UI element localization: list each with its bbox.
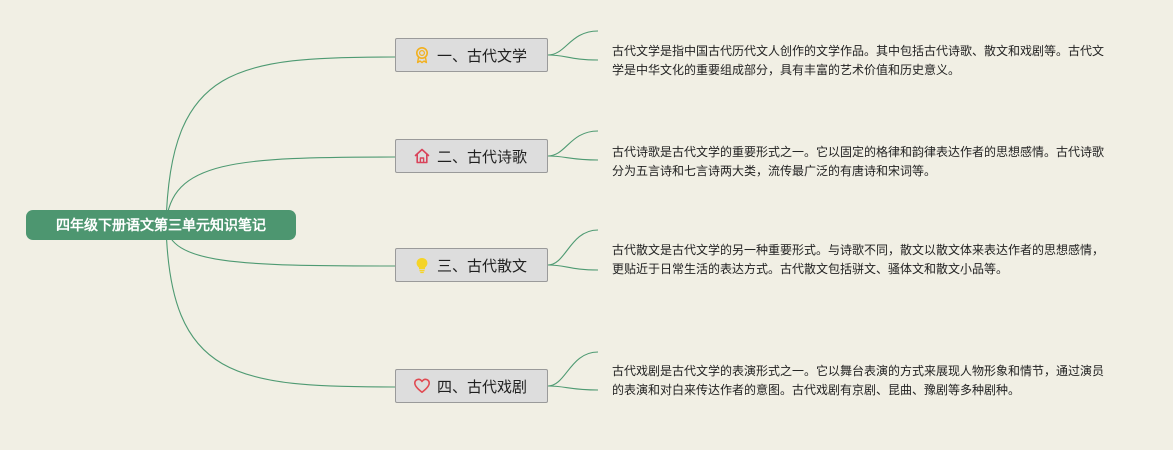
link-ancient-poetry	[165, 156, 396, 226]
branch-ancient-literature[interactable]: 一、古代文学	[395, 38, 548, 72]
award-ribbon-icon	[413, 46, 431, 64]
branch-label: 四、古代戏剧	[437, 377, 528, 396]
note-bracket-top	[547, 30, 599, 56]
note-ancient-poetry: 古代诗歌是古代文学的重要形式之一。它以固定的格律和韵律表达作者的思想感情。古代诗…	[612, 145, 1105, 178]
heart-icon	[413, 377, 431, 395]
branch-ancient-poetry[interactable]: 二、古代诗歌	[395, 139, 548, 173]
note-bracket-top	[547, 229, 599, 266]
branch-label: 一、古代文学	[437, 46, 528, 65]
branch-label: 二、古代诗歌	[437, 147, 528, 166]
note-bracket-bottom	[547, 385, 599, 391]
branch-label: 三、古代散文	[437, 256, 528, 275]
central-topic[interactable]: 四年级下册语文第三单元知识笔记	[26, 210, 296, 240]
branch-ancient-drama[interactable]: 四、古代戏剧	[395, 369, 548, 403]
note-bracket-top	[547, 130, 599, 157]
note-ancient-literature: 古代文学是指中国古代历代文人创作的文学作品。其中包括古代诗歌、散文和戏剧等。古代…	[612, 44, 1105, 77]
note-ancient-prose: 古代散文是古代文学的另一种重要形式。与诗歌不同，散文以散文体来表达作者的思想感情…	[612, 243, 1105, 276]
note-bracket-bottom	[547, 155, 599, 161]
note-bracket-bottom	[547, 264, 599, 271]
lightbulb-icon	[413, 256, 431, 274]
note-bracket-bottom	[547, 54, 599, 61]
note-bracket-top	[547, 351, 599, 387]
branch-ancient-prose[interactable]: 三、古代散文	[395, 248, 548, 282]
note-ancient-drama: 古代戏剧是古代文学的表演形式之一。它以舞台表演的方式来展现人物形象和情节，通过演…	[612, 364, 1105, 397]
house-icon	[413, 147, 431, 165]
link-ancient-drama	[165, 224, 396, 388]
link-ancient-literature	[165, 56, 396, 226]
